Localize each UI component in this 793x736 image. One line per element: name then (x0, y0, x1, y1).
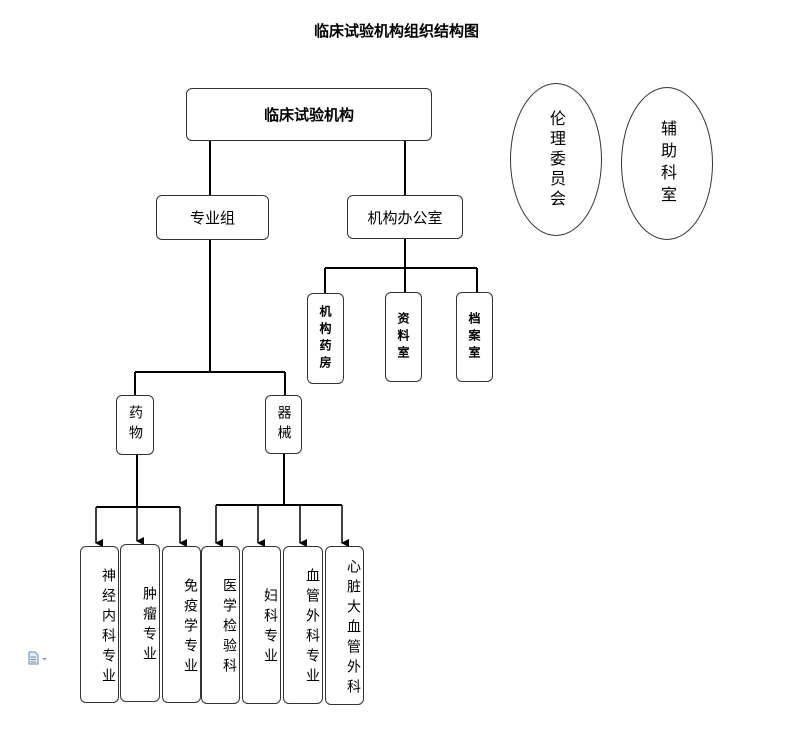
node-device: 器械 (265, 395, 302, 454)
node-auxiliary-departments: 辅助科室 (621, 87, 713, 240)
node-records-room: 资料室 (385, 292, 422, 382)
node-vascular-surgery: 血管外科专业 (283, 546, 323, 704)
aux-label: 辅助科室 (658, 119, 677, 208)
node-archive-room: 档案室 (456, 292, 493, 382)
node-neurology: 神经内科专业 (80, 546, 119, 703)
node-immunology: 免疫学专业 (162, 546, 201, 703)
node-drug: 药物 (116, 395, 154, 455)
ethics-label: 伦理委员会 (547, 109, 566, 210)
document-icon[interactable] (28, 651, 48, 665)
node-cardiovascular-surgery: 心脏大血管外科 (325, 546, 364, 705)
node-pharmacy: 机构药房 (307, 293, 344, 384)
node-institution-office: 机构办公室 (347, 195, 463, 239)
node-gynecology: 妇科专业 (242, 546, 281, 704)
node-ethics-committee: 伦理委员会 (510, 83, 602, 236)
node-lab-medicine: 医学检验科 (201, 546, 240, 704)
node-specialty-group: 专业组 (156, 195, 269, 240)
node-oncology: 肿瘤专业 (120, 544, 160, 702)
diagram-title: 临床试验机构组织结构图 (313, 22, 479, 40)
node-root: 临床试验机构 (186, 88, 432, 141)
